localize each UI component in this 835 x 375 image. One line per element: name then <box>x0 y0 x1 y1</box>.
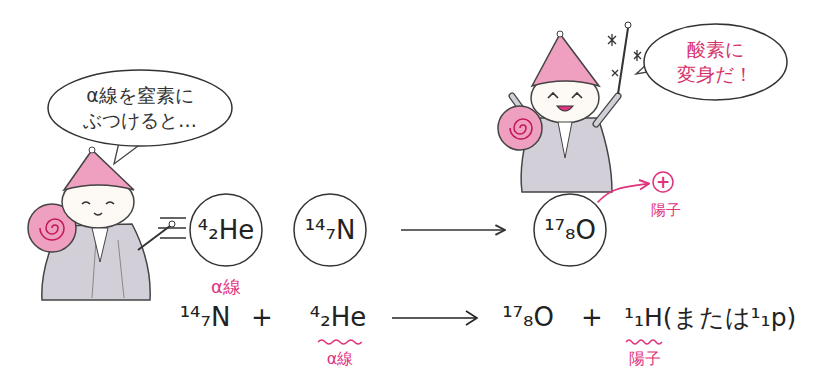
reaction-arrow <box>598 184 650 203</box>
bubble-outline <box>47 69 233 147</box>
node-text: + <box>656 174 670 191</box>
wand-tip <box>169 221 175 227</box>
bubble-shape <box>644 24 787 100</box>
speech-bubble: α線を窒素に ぶつけると… <box>47 69 233 147</box>
wand-tip <box>625 22 631 28</box>
motion-lines <box>158 218 186 238</box>
circle-shape <box>190 194 262 266</box>
wizard-mascot <box>28 147 186 300</box>
circle-shape <box>294 194 366 266</box>
hat-tip <box>557 31 563 37</box>
circle-shape <box>534 194 606 266</box>
alpha-ray-label: α線 <box>211 277 241 298</box>
wand <box>618 28 628 94</box>
proton-label: 陽子 <box>629 350 661 368</box>
equation-term: ⁴₂He <box>310 303 366 333</box>
nitrogen-nucleus: ¹⁴₇N <box>293 193 367 267</box>
plus-sign: + <box>251 303 273 333</box>
node-text: ¹⁴₇N <box>305 217 356 243</box>
proton-circle: + <box>652 171 674 193</box>
shell-spiral <box>510 119 532 139</box>
scarf <box>92 228 108 262</box>
wavy-underline <box>318 340 362 344</box>
plus-sign: + <box>581 303 603 333</box>
proton-label: 陽子 <box>651 202 681 219</box>
equation-term: ¹⁴₇N <box>180 303 231 333</box>
bubble-shape <box>48 70 232 146</box>
reaction-arrow <box>401 229 505 231</box>
hat <box>532 34 599 86</box>
equation-term: ¹⁷₈O <box>502 303 554 333</box>
speech-bubble: 酸素に 変身だ！ <box>643 23 788 101</box>
shell <box>498 106 542 150</box>
eyes <box>82 202 114 204</box>
sparkle <box>608 34 641 76</box>
node-text: ⁴₂He <box>198 217 254 243</box>
hat-tip <box>89 147 95 153</box>
equation-term: ¹₁H(または¹₁p) <box>624 304 796 333</box>
alpha-ray-label: α線 <box>327 350 354 368</box>
scarf <box>558 122 572 158</box>
wizard-mascot <box>498 22 641 192</box>
mouth <box>94 213 102 215</box>
eyes <box>548 93 582 98</box>
arrow-shaft <box>392 317 476 319</box>
node-text: 酸素に 変身だ！ <box>665 37 765 86</box>
mouth <box>557 106 573 111</box>
node-text: α線を窒素に ぶつけると… <box>76 83 204 132</box>
wavy-underline <box>626 340 662 344</box>
arrow-head <box>466 311 477 325</box>
shell-spiral <box>40 219 64 240</box>
circle-shape <box>653 172 673 192</box>
equation-arrow <box>392 311 477 325</box>
bubble-outline <box>643 23 788 101</box>
oxygen-nucleus: ¹⁷₈O <box>533 193 607 267</box>
helium-nucleus: ⁴₂He <box>189 193 263 267</box>
node-text: ¹⁷₈O <box>544 217 596 243</box>
